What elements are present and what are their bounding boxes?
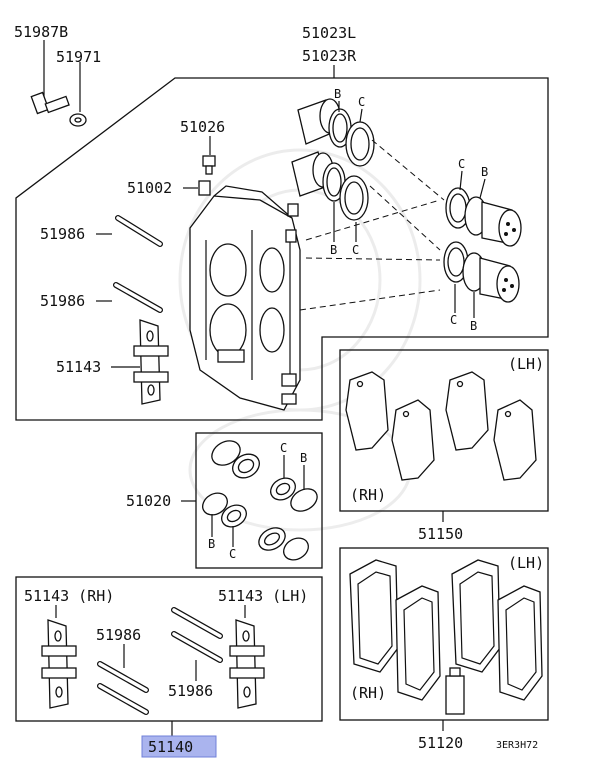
label-51023L: 51023L [302,24,356,42]
caliper-body[interactable] [189,185,301,411]
brake-pad-box [339,547,549,721]
seal-kit-rings[interactable] [199,436,321,564]
pad-clip-51143[interactable] [133,319,169,405]
dust-boot-c-middle[interactable] [339,175,369,221]
label-51140[interactable]: 51140 [148,738,193,756]
marker-b-1: B [334,87,341,101]
marker-b-3: B [481,165,488,179]
marker-c-2: C [352,243,359,257]
marker-c-1: C [358,95,365,109]
pad-clip-rh[interactable] [41,619,77,709]
piston-seal-b-upper[interactable] [328,108,352,148]
pad-clip-lh[interactable] [229,619,265,709]
label-51987B: 51987B [14,23,68,41]
label-51150: 51150 [418,525,463,543]
label-51986-lower: 51986 [40,292,85,310]
dust-boot-c-upper[interactable] [345,121,375,167]
marker-b-kit-1: B [300,451,307,465]
marker-c-4: C [450,313,457,327]
part-number-highlight[interactable] [141,735,217,758]
washer-51971[interactable] [69,62,87,127]
pin-51986-lower[interactable] [113,282,163,313]
marker-c-kit-1: C [280,441,287,455]
diagram-code: 3ER3H72 [496,740,538,751]
label-51986-upper: 51986 [40,225,85,243]
brake-pads[interactable] [349,559,543,701]
label-51143: 51143 [56,358,101,376]
dust-boot-c-right-upper[interactable] [445,187,471,229]
label-rh-pads: (RH) [350,684,386,702]
pins-kit[interactable] [97,607,223,715]
pad-shims[interactable] [345,371,537,481]
piston-seal-b-middle[interactable] [322,162,346,202]
cap-51002[interactable] [198,180,211,196]
hardware-kit-box [15,576,323,722]
label-51986-kit-lower: 51986 [168,682,213,700]
label-51143-rh: 51143 (RH) [24,587,114,605]
label-51143-lh: 51143 (LH) [218,587,308,605]
label-51986-kit-upper: 51986 [96,626,141,644]
marker-b-4: B [470,319,477,333]
label-51971: 51971 [56,48,101,66]
label-rh-shims: (RH) [350,486,386,504]
marker-b-2: B [330,243,337,257]
marker-c-kit-2: C [229,547,236,561]
caliper-assembly-outline [15,77,549,421]
label-lh-shims: (LH) [508,355,544,373]
bleeder-cap-right[interactable] [285,203,299,243]
label-51023R: 51023R [302,47,357,65]
label-lh-pads: (LH) [508,554,544,572]
label-51002: 51002 [127,179,172,197]
bolt-51987B[interactable] [30,40,70,115]
marker-b-kit-2: B [208,537,215,551]
label-51120: 51120 [418,734,463,752]
label-51026: 51026 [180,118,225,136]
shim-box [339,349,549,512]
marker-c-3: C [458,157,465,171]
pin-51986-upper[interactable] [115,215,163,247]
piston-right-lower[interactable] [479,257,520,303]
piston-right-upper[interactable] [481,201,522,247]
bleeder-screw-51026[interactable] [202,155,216,175]
label-51020: 51020 [126,492,171,510]
grease-tube[interactable] [445,667,465,715]
